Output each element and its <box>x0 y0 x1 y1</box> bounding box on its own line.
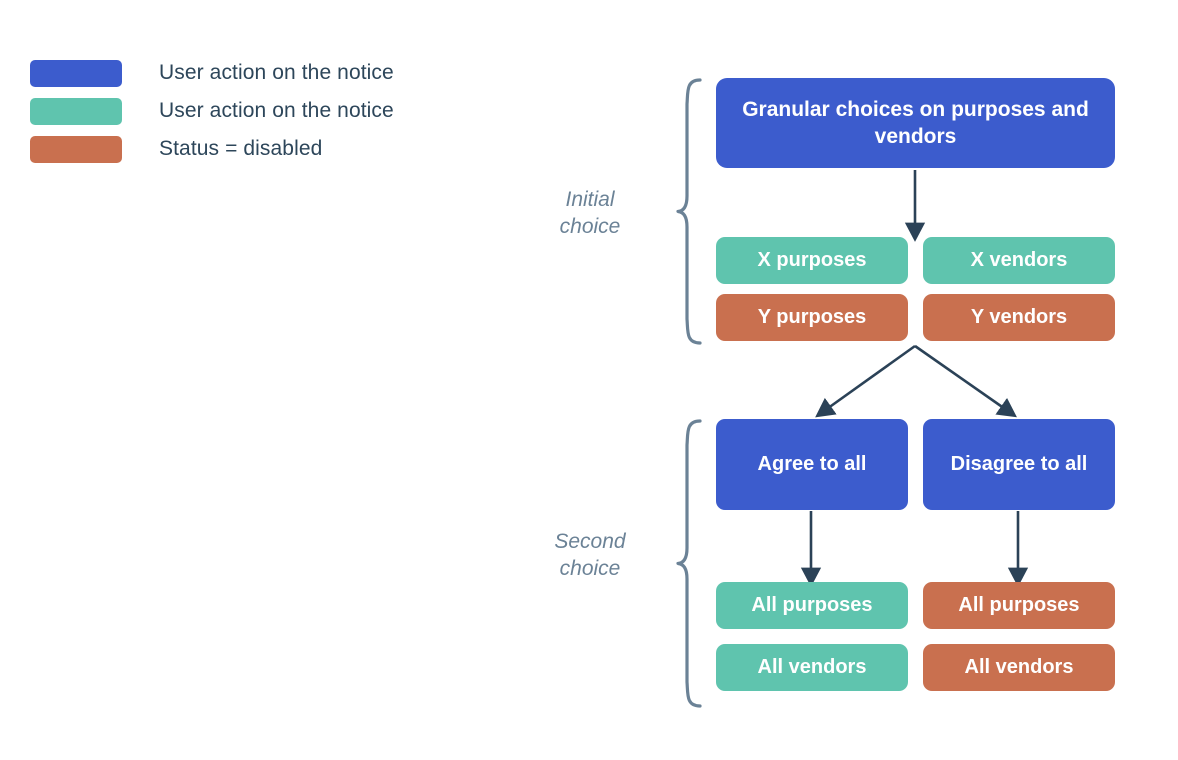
node-agree-to-all[interactable]: Agree to all <box>716 419 908 510</box>
node-granular-choices[interactable]: Granular choices on purposes and vendors <box>716 78 1115 168</box>
legend-label-teal: User action on the notice <box>159 99 394 122</box>
brace-second-choice <box>676 419 702 708</box>
node-disagree-all-purposes[interactable]: All purposes <box>923 582 1115 629</box>
node-agree-all-vendors[interactable]: All vendors <box>716 644 908 691</box>
legend-label-blue: User action on the notice <box>159 61 394 84</box>
node-disagree-all-vendors[interactable]: All vendors <box>923 644 1115 691</box>
section-label-second-choice: Second choice <box>554 530 626 580</box>
node-y-purposes[interactable]: Y purposes <box>716 294 908 341</box>
node-x-vendors[interactable]: X vendors <box>923 237 1115 284</box>
arrow-to-agree-all <box>815 344 916 418</box>
legend-label-terracotta: Status = disabled <box>159 137 323 160</box>
node-agree-all-purposes[interactable]: All purposes <box>716 582 908 629</box>
legend-swatch-teal <box>30 98 122 125</box>
brace-initial-choice <box>676 78 702 345</box>
arrow-to-disagree-all <box>914 344 1017 418</box>
legend-swatch-terracotta <box>30 136 122 163</box>
legend-swatch-blue <box>30 60 122 87</box>
section-label-initial-choice: Initial choice <box>559 188 621 238</box>
node-x-purposes[interactable]: X purposes <box>716 237 908 284</box>
node-disagree-to-all[interactable]: Disagree to all <box>923 419 1115 510</box>
node-y-vendors[interactable]: Y vendors <box>923 294 1115 341</box>
